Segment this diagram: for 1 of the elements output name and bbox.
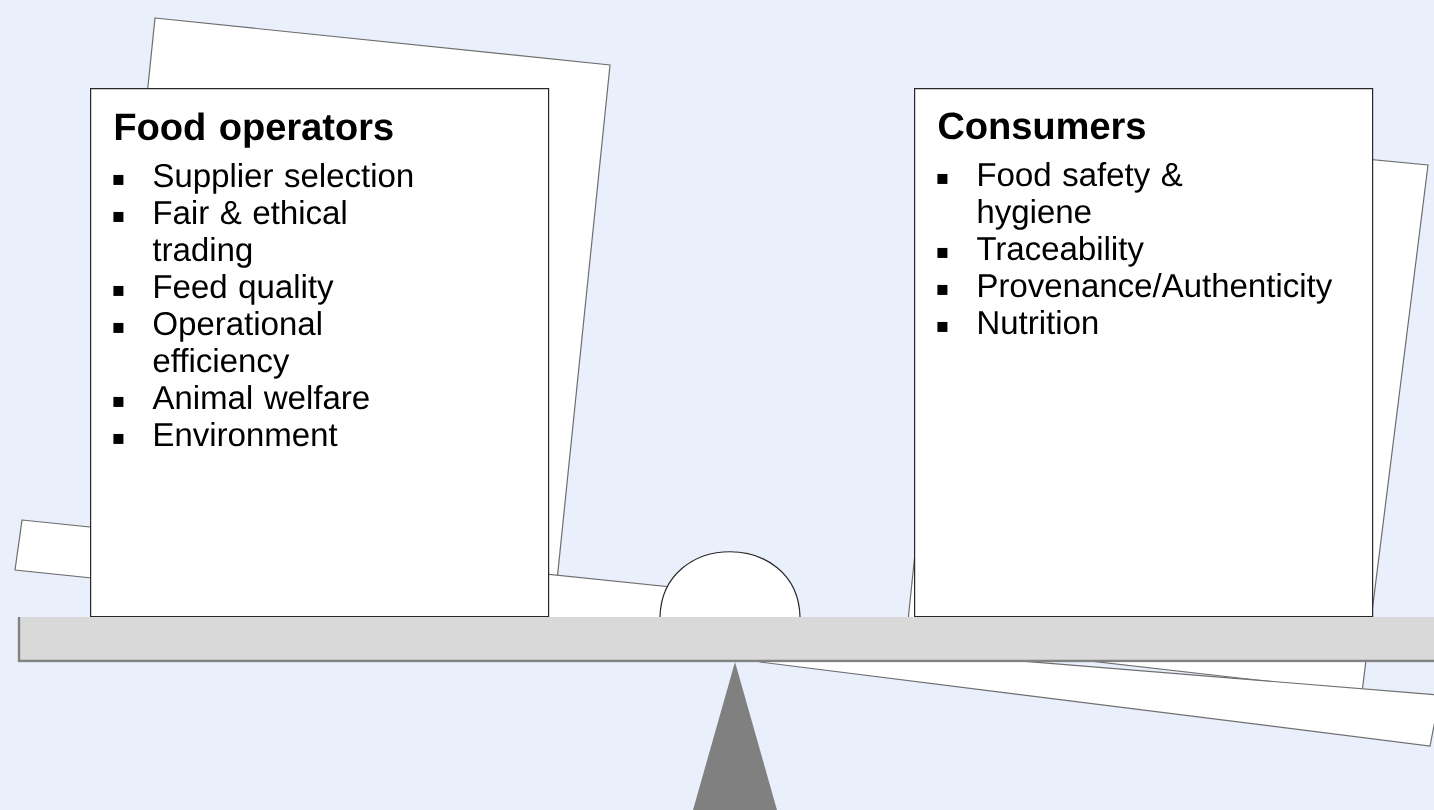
text-card: Consumers Food safety & hygiene Traceability Provenance/Authenticity Nutrition xyxy=(914,88,1374,618)
